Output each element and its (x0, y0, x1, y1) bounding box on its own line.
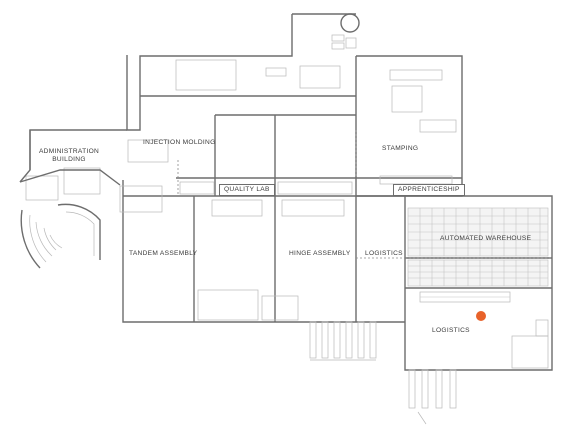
location-dot-icon[interactable] (476, 311, 486, 321)
administration-curve (19, 130, 121, 269)
area-administration-building: ADMINISTRATION BUILDING (38, 148, 100, 163)
building-outline (29, 13, 553, 371)
area-apprenticeship: APPRENTICESHIP (393, 184, 465, 196)
interior-walls (140, 56, 552, 322)
area-stamping: STAMPING (382, 145, 419, 152)
area-automated-warehouse: AUTOMATED WAREHOUSE (440, 235, 532, 242)
area-hinge-assembly: HINGE ASSEMBLY (289, 250, 351, 257)
area-tandem-assembly: TANDEM ASSEMBLY (129, 250, 198, 257)
loading-docks (309, 321, 457, 425)
area-injection-molding: INJECTION MOLDING (143, 139, 216, 146)
room-fixtures (25, 59, 549, 369)
warehouse-racks (407, 207, 549, 303)
area-logistics-upper: LOGISTICS (365, 250, 403, 257)
area-quality-lab: QUALITY LAB (219, 184, 275, 196)
utility-structures (331, 13, 360, 50)
area-logistics-lower: LOGISTICS (432, 327, 470, 334)
